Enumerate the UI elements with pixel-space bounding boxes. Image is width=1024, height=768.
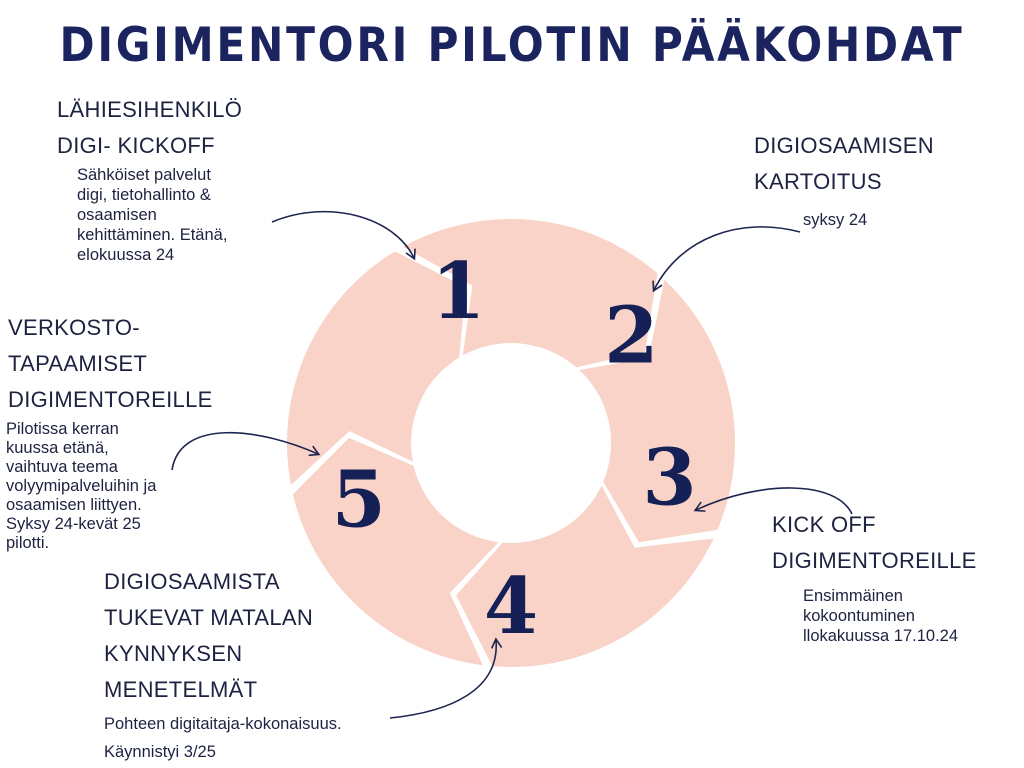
step-2-heading: DIGIOSAAMISEN KARTOITUS (754, 128, 934, 200)
step-number-3: 3 (642, 433, 696, 524)
step-1-heading: LÄHIESIHENKILÖ DIGI- KICKOFF (57, 92, 242, 164)
page-title: DIGIMENTORI PILOTIN PÄÄKOHDAT (59, 18, 965, 73)
step-5-heading-line: TAPAAMISET (8, 351, 148, 376)
step-4-description-line: Käynnistyi 3/25 (104, 743, 216, 761)
arrow-step-3 (693, 487, 853, 515)
step-5-description-line: Syksy 24-kevät 25 (6, 515, 141, 533)
step-2-description: syksy 24 (803, 210, 867, 230)
step-5-description-line: kuussa etänä, (6, 439, 109, 457)
step-5-description-line: pilotti. (6, 534, 50, 552)
ring-segment-3 (456, 485, 714, 667)
step-3-description-line: kokoontuminen (803, 607, 915, 625)
step-number-1: 1 (431, 246, 485, 337)
arrow-step-1 (271, 210, 416, 261)
step-2-heading-line: KARTOITUS (754, 169, 882, 194)
step-1-description-line: Sähköiset palvelut (77, 166, 211, 184)
arrow-step-4 (389, 637, 503, 719)
step-3-description-line: Ensimmäinen (803, 587, 903, 605)
step-5-description-line: Pilotissa kerran (6, 420, 119, 438)
step-1-description-line: osaamisen (77, 206, 157, 224)
step-4-heading-line: MENETELMÄT (104, 677, 258, 702)
step-3-description-line: llokakuussa 17.10.24 (803, 627, 959, 645)
step-4-heading-line: KYNNYKSEN (104, 641, 243, 666)
step-3-heading-line: KICK OFF (772, 512, 876, 537)
ring-segment-2 (579, 279, 735, 543)
step-3-description: Ensimmäinen kokoontuminen llokakuussa 17… (803, 586, 958, 646)
step-5-description: Pilotissa kerran kuussa etänä, vaihtuva … (6, 420, 156, 553)
ring-numbers: 1 2 3 4 5 (332, 246, 697, 652)
step-4-heading-line: DIGIOSAAMISTA (104, 569, 280, 594)
connector-arrows (171, 210, 853, 719)
ring-segment-4 (292, 437, 499, 666)
step-1-description-line: digi, tietohallinto & (77, 186, 211, 204)
step-4-heading: DIGIOSAAMISTA TUKEVAT MATALAN KYNNYKSEN … (104, 564, 313, 708)
step-3-heading: KICK OFF DIGIMENTOREILLE (772, 507, 977, 579)
arrow-step-5 (171, 431, 321, 471)
step-1-heading-line: LÄHIESIHENKILÖ (57, 97, 243, 122)
step-number-4: 4 (484, 561, 538, 652)
step-1-description-line: kehittäminen. Etänä, (77, 226, 228, 244)
step-5-heading-line: VERKOSTO- (8, 315, 140, 340)
ring-segment-1 (403, 218, 658, 368)
step-1-heading-line: DIGI- KICKOFF (57, 133, 215, 158)
step-1-description-line: elokuussa 24 (77, 246, 175, 264)
step-5-heading: VERKOSTO- TAPAAMISET DIGIMENTOREILLE (8, 310, 213, 418)
step-number-5: 5 (332, 454, 386, 545)
step-4-description: Pohteen digitaitaja-kokonaisuus. Käynnis… (104, 710, 342, 766)
step-4-heading-line: TUKEVAT MATALAN (104, 605, 314, 630)
arrow-step-2 (652, 226, 801, 293)
ring-segment-5 (287, 251, 466, 485)
step-2-heading-line: DIGIOSAAMISEN (754, 133, 934, 158)
step-5-description-line: vaihtuva teema (6, 458, 118, 476)
step-1-description: Sähköiset palvelut digi, tietohallinto &… (77, 165, 227, 265)
ring-segments (287, 218, 735, 667)
step-number-2: 2 (604, 291, 658, 382)
step-5-heading-line: DIGIMENTOREILLE (8, 387, 213, 412)
step-3-heading-line: DIGIMENTOREILLE (772, 548, 977, 573)
step-4-description-line: Pohteen digitaitaja-kokonaisuus. (104, 715, 342, 733)
step-5-description-line: volyymipalveluihin ja (6, 477, 157, 495)
step-2-description-line: syksy 24 (803, 211, 868, 229)
step-5-description-line: osaamisen liittyen. (6, 496, 142, 514)
